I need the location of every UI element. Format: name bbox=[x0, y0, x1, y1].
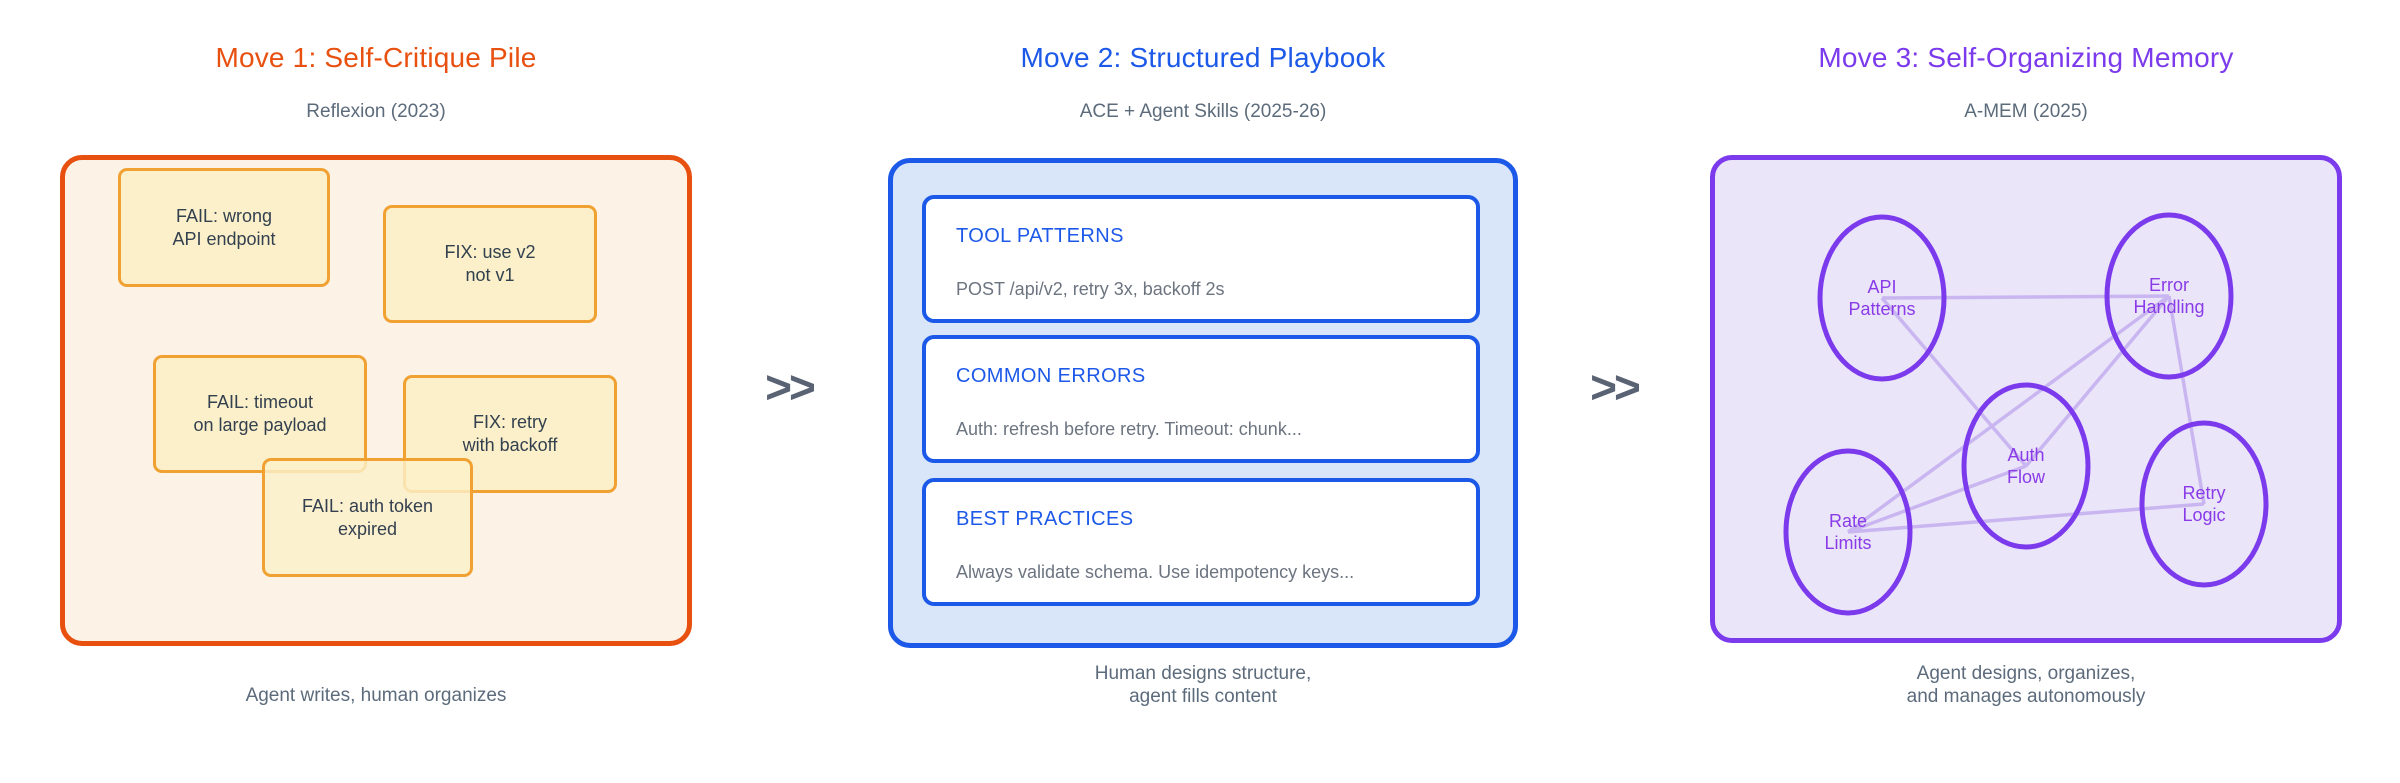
memory-node-api_patterns bbox=[1817, 214, 1947, 382]
card-heading: COMMON ERRORS bbox=[956, 365, 1146, 387]
panel3-caption: Agent designs, organizes, and manages au… bbox=[1906, 663, 2146, 707]
panel2-title: Move 2: Structured Playbook bbox=[1020, 42, 1386, 73]
memory-edge bbox=[2167, 295, 2206, 505]
memory-edge bbox=[1846, 294, 2171, 534]
chevron-arrow-2: >> bbox=[1590, 361, 1641, 413]
panel3-subtitle: A-MEM (2025) bbox=[1964, 101, 2088, 122]
panel1-subtitle: Reflexion (2023) bbox=[306, 101, 446, 122]
memory-node-rate_limits bbox=[1783, 448, 1913, 616]
card-body: Always validate schema. Use idempotency … bbox=[956, 562, 1355, 582]
playbook-card-best-practices: BEST PRACTICES Always validate schema. U… bbox=[922, 478, 1480, 606]
panel3-title: Move 3: Self-Organizing Memory bbox=[1818, 42, 2234, 73]
playbook-card-tool-patterns: TOOL PATTERNS POST /api/v2, retry 3x, ba… bbox=[922, 195, 1480, 323]
memory-edge bbox=[2024, 294, 2171, 468]
panel1-title: Move 1: Self-Critique Pile bbox=[215, 42, 537, 73]
card-body: POST /api/v2, retry 3x, backoff 2s bbox=[956, 279, 1225, 299]
sticky-note-fail-timeout: FAIL: timeout on large payload bbox=[153, 355, 367, 473]
chevron-arrow-1: >> bbox=[765, 361, 816, 413]
self-critique-pile-box: FAIL: wrong API endpoint FIX: use v2 not… bbox=[60, 155, 692, 646]
panel1-caption: Agent writes, human organizes bbox=[245, 685, 507, 706]
structured-playbook-box: TOOL PATTERNS POST /api/v2, retry 3x, ba… bbox=[888, 158, 1518, 648]
memory-edge bbox=[1881, 294, 2170, 300]
card-heading: TOOL PATTERNS bbox=[956, 225, 1124, 247]
sticky-note-fail-wrong-api: FAIL: wrong API endpoint bbox=[118, 168, 330, 287]
card-body: Auth: refresh before retry. Timeout: chu… bbox=[956, 419, 1302, 439]
memory-node-retry_logic bbox=[2139, 420, 2269, 588]
memory-edge bbox=[1847, 502, 2205, 534]
playbook-card-common-errors: COMMON ERRORS Auth: refresh before retry… bbox=[922, 335, 1480, 463]
panel2-subtitle: ACE + Agent Skills (2025-26) bbox=[1079, 101, 1327, 122]
memory-edge bbox=[1847, 464, 2027, 534]
sticky-note-fix-use-v2: FIX: use v2 not v1 bbox=[383, 205, 597, 323]
panel2-caption: Human designs structure, agent fills con… bbox=[1094, 663, 1312, 707]
memory-node-auth_flow bbox=[1961, 382, 2091, 550]
memory-node-error_handling bbox=[2104, 212, 2234, 380]
sticky-note-fail-auth-token: FAIL: auth token expired bbox=[262, 458, 473, 577]
memory-edge bbox=[1880, 296, 2028, 468]
card-heading: BEST PRACTICES bbox=[956, 508, 1134, 530]
